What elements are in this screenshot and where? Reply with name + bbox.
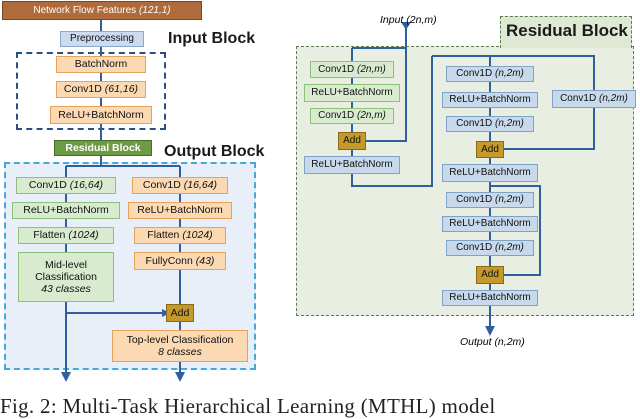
top-level-classes: 8 classes [158, 346, 202, 358]
fully-connected-label: FullyConn [145, 254, 193, 267]
right-relu-bn-box: ReLU+BatchNorm [128, 202, 232, 219]
col2-conv1-dim: (n,2m) [495, 68, 524, 80]
col1-conv-b-label: Conv1D [318, 110, 355, 122]
left-flatten-dim: (1024) [68, 229, 99, 242]
right-flatten-label: Flatten [147, 229, 180, 242]
input-relu-bn-box: ReLU+BatchNorm [50, 106, 152, 124]
preprocessing-box: Preprocessing [60, 31, 144, 47]
residual-title-bg [500, 16, 632, 48]
input-block-region [16, 52, 166, 130]
top-level-line1: Top-level Classification [126, 333, 234, 346]
mid-level-classes: 43 classes [41, 283, 91, 296]
left-flatten-label: Flatten [33, 229, 66, 242]
input-conv1d-box: Conv1D (61,16) [56, 81, 146, 98]
col2-relu1-box: ReLU+BatchNorm [442, 92, 538, 108]
col2-conv2-box: Conv1D (n,2m) [446, 116, 534, 132]
right-conv1d-box: Conv1D (16,64) [132, 177, 228, 194]
side-conv1d-dim: (n,2m) [599, 93, 628, 105]
fully-connected-box: FullyConn (43) [134, 252, 226, 270]
col1-relu-a-box: ReLU+BatchNorm [304, 84, 400, 102]
output-block-label: Output Block [164, 143, 265, 160]
right-conv1d-label: Conv1D [142, 179, 181, 192]
col2-conv3-dim: (n,2m) [495, 194, 524, 206]
residual-block-box: Residual Block [54, 140, 152, 156]
right-flatten-box: Flatten (1024) [134, 227, 226, 244]
network-flow-label: Network Flow Features [33, 4, 137, 16]
residual-block-title: Residual Block [506, 21, 628, 40]
left-relu-bn-box: ReLU+BatchNorm [12, 202, 120, 219]
network-flow-features-box: Network Flow Features (121,1) [2, 1, 202, 20]
col1-add-label: Add [343, 135, 361, 147]
input-batchnorm-box: BatchNorm [56, 56, 146, 73]
col1-conv-b-box: Conv1D (2n,m) [310, 108, 394, 124]
col1-relu-b-box: ReLU+BatchNorm [304, 156, 400, 174]
left-add-box: Add [166, 304, 194, 322]
col2-add1-label: Add [481, 143, 499, 155]
side-conv1d-box: Conv1D (n,2m) [552, 90, 636, 108]
mid-level-classification-box: Mid-level Classification 43 classes [18, 252, 114, 302]
input-block-label: Input Block [168, 30, 256, 47]
col2-conv2-dim: (n,2m) [495, 118, 524, 130]
figure-caption: Fig. 2: Multi-Task Hierarchical Learning… [0, 394, 496, 418]
col2-conv4-label: Conv1D [456, 242, 493, 254]
residual-input-text: Input (2n,m) [380, 14, 437, 26]
col2-conv3-box: Conv1D (n,2m) [446, 192, 534, 208]
residual-output-text: Output (n,2m) [460, 336, 525, 348]
mid-level-line1: Mid-level [44, 258, 87, 271]
col2-conv4-dim: (n,2m) [495, 242, 524, 254]
col2-conv4-box: Conv1D (n,2m) [446, 240, 534, 256]
left-conv1d-dim: (16,64) [69, 179, 104, 192]
col2-relu3-label: ReLU+BatchNorm [449, 218, 531, 230]
col2-relu2-label: ReLU+BatchNorm [449, 167, 531, 179]
input-conv1d-dim: (61,16) [104, 83, 139, 96]
col1-conv-b-dim: (2n,m) [357, 110, 386, 122]
network-flow-dim: (121,1) [138, 4, 171, 16]
col2-relu1-label: ReLU+BatchNorm [449, 94, 531, 106]
col1-add-box: Add [338, 132, 366, 150]
side-conv1d-label: Conv1D [560, 93, 597, 105]
col1-conv-a-box: Conv1D (2n,m) [310, 61, 394, 78]
mid-level-line2: Classification [35, 270, 97, 283]
col2-relu2-box: ReLU+BatchNorm [442, 164, 538, 182]
left-flatten-box: Flatten (1024) [18, 227, 114, 244]
col2-add1-box: Add [476, 141, 504, 158]
col2-relu4-box: ReLU+BatchNorm [442, 290, 538, 306]
col2-add2-label: Add [481, 269, 499, 281]
col2-conv3-label: Conv1D [456, 194, 493, 206]
col2-relu3-box: ReLU+BatchNorm [442, 216, 538, 232]
col1-conv-a-dim: (2n,m) [357, 63, 386, 75]
left-conv1d-box: Conv1D (16,64) [16, 177, 116, 194]
col2-conv1-label: Conv1D [456, 68, 493, 80]
col2-relu4-label: ReLU+BatchNorm [449, 292, 531, 304]
col2-conv2-label: Conv1D [456, 118, 493, 130]
input-relu-bn-label: ReLU+BatchNorm [58, 108, 144, 121]
left-add-label: Add [170, 306, 190, 319]
col2-add2-box: Add [476, 266, 504, 284]
residual-output-label: Output (n,2m) [460, 336, 525, 348]
residual-input-label: Input (2n,m) [380, 14, 437, 26]
preprocessing-label: Preprocessing [70, 33, 134, 45]
col1-relu-b-label: ReLU+BatchNorm [311, 159, 393, 171]
col2-conv1-box: Conv1D (n,2m) [446, 66, 534, 82]
input-conv1d-label: Conv1D [63, 83, 102, 96]
col1-conv-a-label: Conv1D [318, 63, 355, 75]
right-flatten-dim: (1024) [182, 229, 213, 242]
fully-connected-dim: (43) [195, 254, 215, 267]
left-relu-bn-label: ReLU+BatchNorm [23, 204, 109, 217]
top-level-classification-box: Top-level Classification 8 classes [112, 330, 248, 362]
left-conv1d-label: Conv1D [28, 179, 67, 192]
residual-block-label: Residual Block [65, 141, 141, 154]
col1-relu-a-label: ReLU+BatchNorm [311, 87, 393, 99]
right-conv1d-dim: (16,64) [183, 179, 218, 192]
right-relu-bn-label: ReLU+BatchNorm [137, 204, 223, 217]
input-batchnorm-label: BatchNorm [74, 58, 128, 71]
